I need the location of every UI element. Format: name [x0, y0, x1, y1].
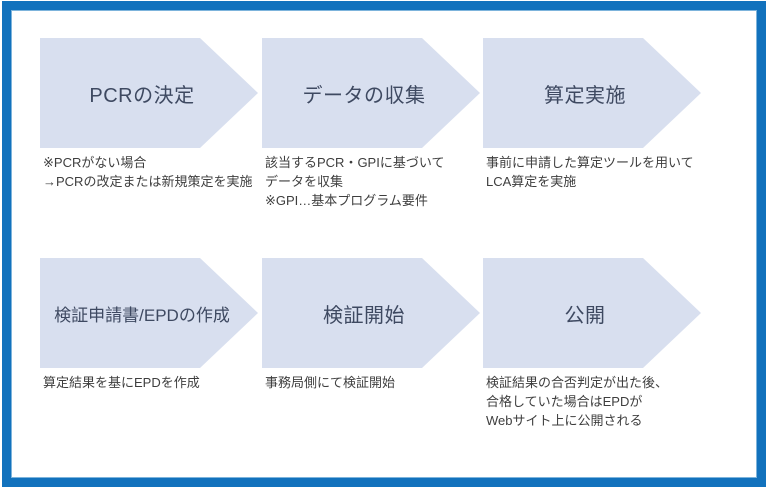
step-title: 算定実施	[544, 84, 626, 107]
step-note: 事務局側にて検証開始	[265, 373, 480, 392]
step-title: PCRの決定	[89, 84, 195, 107]
process-step-pcr-decision: PCRの決定 ※PCRがない場合 →PCRの改定または新規策定を実施	[40, 38, 258, 191]
chevron-arrow: PCRの決定	[40, 38, 258, 148]
step-note-line: 検証結果の合否判定が出た後、	[486, 375, 669, 390]
step-title: 公開	[564, 304, 606, 327]
process-step-data-collection: データの収集 該当するPCR・GPIに基づいて データを収集 ※GPI…基本プロ…	[262, 38, 480, 210]
step-note: 算定結果を基にEPDを作成	[43, 373, 258, 392]
process-step-verification-start: 検証開始 事務局側にて検証開始	[262, 258, 480, 392]
chevron-arrow: 公開	[483, 258, 701, 368]
step-note-line: データを収集	[265, 174, 344, 189]
process-step-epd-creation: 検証申請書/EPDの作成 算定結果を基にEPDを作成	[40, 258, 258, 392]
chevron-arrow: データの収集	[262, 38, 480, 148]
process-step-calculation: 算定実施 事前に申請した算定ツールを用いて LCA算定を実施	[483, 38, 701, 191]
step-note-line: 事務局側にて検証開始	[265, 375, 396, 390]
step-note: 検証結果の合否判定が出た後、 合格していた場合はEPDが Webサイト上に公開さ…	[486, 373, 701, 430]
step-note-line: LCA算定を実施	[486, 174, 577, 189]
step-note-line: ※GPI…基本プログラム要件	[265, 193, 428, 208]
step-note-line: 事前に申請した算定ツールを用いて	[486, 155, 694, 170]
step-note-line: ※PCRがない場合	[43, 155, 147, 170]
step-note-line: →PCRの改定または新規策定を実施	[43, 174, 253, 189]
step-note-line: 算定結果を基にEPDを作成	[43, 375, 200, 390]
step-note: ※PCRがない場合 →PCRの改定または新規策定を実施	[43, 153, 258, 191]
step-note-line: 該当するPCR・GPIに基づいて	[265, 155, 445, 170]
chevron-arrow: 算定実施	[483, 38, 701, 148]
chevron-arrow: 検証開始	[262, 258, 480, 368]
step-note: 該当するPCR・GPIに基づいて データを収集 ※GPI…基本プログラム要件	[265, 153, 480, 210]
chevron-arrow: 検証申請書/EPDの作成	[40, 258, 258, 368]
step-title: 検証申請書/EPDの作成	[54, 305, 230, 325]
step-note: 事前に申請した算定ツールを用いて LCA算定を実施	[486, 153, 701, 191]
step-note-line: 合格していた場合はEPDが	[486, 394, 643, 409]
step-note-line: Webサイト上に公開される	[486, 413, 643, 428]
step-title: 検証開始	[323, 304, 405, 327]
process-step-publication: 公開 検証結果の合否判定が出た後、 合格していた場合はEPDが Webサイト上に…	[483, 258, 701, 430]
step-title: データの収集	[302, 84, 426, 107]
